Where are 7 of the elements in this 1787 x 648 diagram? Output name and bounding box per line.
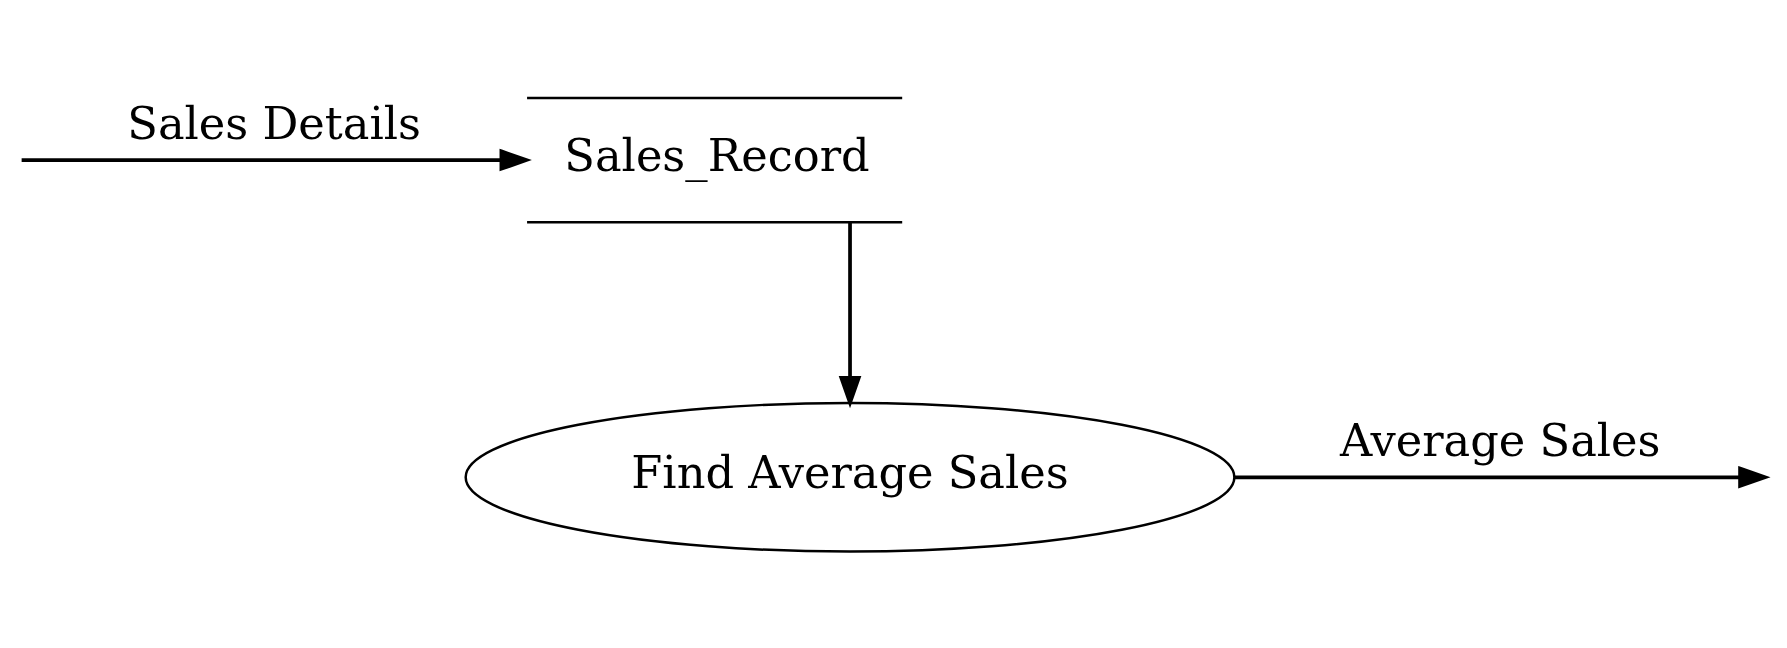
node-ellipse: Find Average Sales [464, 401, 1236, 553]
edge-label: Average Sales [1340, 413, 1661, 467]
node-text: Sales_Record [564, 128, 870, 182]
arrow [21, 148, 532, 171]
edge-label: Sales Details [127, 96, 421, 150]
arrow [1234, 465, 1771, 489]
arrow [838, 222, 862, 408]
